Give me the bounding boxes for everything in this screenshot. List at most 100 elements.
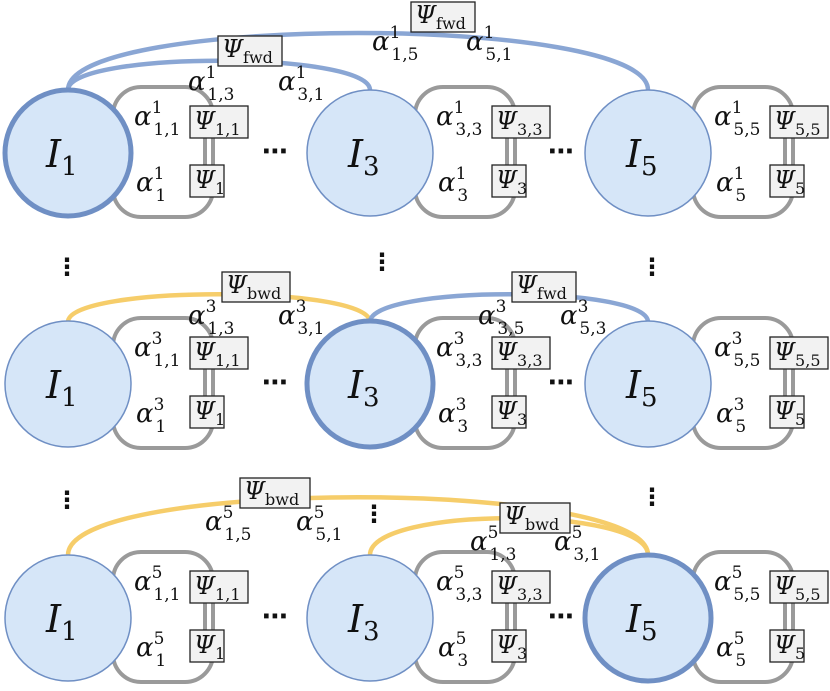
hdots-panel2-a: ⋯	[262, 368, 288, 398]
edge-psi-label-1-2: Ψfwd	[410, 1, 476, 33]
self-psi-top-1-1-box	[189, 105, 249, 139]
self-psi-top-2-3-box	[491, 336, 551, 370]
vdots-row2-col2: ⋮	[362, 500, 386, 528]
self-psi-top-1-1: Ψ1,1	[189, 105, 249, 139]
node-circle-panel1-I5	[584, 89, 712, 217]
self-psi-top-3-3-box	[491, 570, 551, 604]
node-circle-panel2-I3	[304, 318, 436, 450]
self-psi-top-2-5-box	[769, 336, 829, 370]
edge-psi-label-3-2-box	[499, 502, 571, 534]
edge-psi-label-2-1-text: Ψbwd	[226, 271, 281, 303]
node-label-panel1-I3: I3	[347, 132, 380, 182]
self-psi-top-2-5-text: Ψ5,5	[774, 338, 821, 370]
edge-psi-label-2-2-text: Ψfwd	[516, 271, 567, 303]
vdots-row2-col1: ⋮	[55, 486, 79, 514]
edge-fwd-panel1-2	[65, 30, 651, 91]
node-label-panel1-I1: I1	[45, 132, 78, 182]
node-circle-panel1-I3	[306, 89, 434, 217]
self-psi-top-3-1-box	[189, 570, 249, 604]
edge-psi-label-3-1-box	[239, 477, 311, 509]
node-label-panel3-I1: I1	[45, 597, 78, 647]
edge-psi-label-2-1-box	[221, 271, 291, 303]
self-psi-bottom-3-3-box	[491, 629, 527, 663]
self-psi-bottom-1-3: Ψ3	[491, 164, 527, 198]
self-psi-bottom-2-5-text: Ψ5	[774, 397, 805, 429]
edge-psi-label-3-2-text: Ψbwd	[504, 502, 559, 534]
hdots-panel1-b: ⋯	[548, 137, 574, 167]
vdots-row1-col2: ⋮	[370, 248, 394, 276]
self-psi-bottom-3-1-text: Ψ1	[194, 631, 225, 663]
self-psi-bottom-3-5: Ψ5	[769, 629, 805, 663]
self-psi-bottom-2-3-text: Ψ3	[496, 397, 527, 429]
self-psi-top-2-5: Ψ5,5	[769, 336, 829, 370]
self-psi-bottom-3-1: Ψ1	[189, 629, 225, 663]
edge-psi-label-2-2: Ψfwd	[511, 271, 577, 303]
self-psi-bottom-2-3: Ψ3	[491, 395, 527, 429]
self-psi-bottom-2-3-box	[491, 395, 527, 429]
hdots-panel3-a: ⋯	[262, 602, 288, 632]
edge-psi-label-1-2-box	[410, 1, 476, 33]
edge-psi-label-1-1-text: Ψfwd	[222, 35, 273, 67]
edge-fwd-panel2-2	[367, 292, 651, 323]
self-psi-bottom-1-5-text: Ψ5	[774, 166, 805, 198]
self-psi-top-3-1-text: Ψ1,1	[194, 572, 241, 604]
edge-psi-label-1-1-box	[217, 35, 283, 67]
self-psi-bottom-3-3-text: Ψ3	[496, 631, 527, 663]
self-psi-top-3-3-text: Ψ3,3	[496, 572, 543, 604]
node-circle-panel1-I1	[2, 87, 134, 219]
self-psi-bottom-3-1-box	[189, 629, 225, 663]
self-psi-top-1-1-text: Ψ1,1	[194, 107, 241, 139]
self-psi-top-2-3-text: Ψ3,3	[496, 338, 543, 370]
self-psi-top-1-5-text: Ψ5,5	[774, 107, 821, 139]
vdots-row1-col1: ⋮	[55, 253, 79, 281]
self-psi-bottom-2-1: Ψ1	[189, 395, 225, 429]
hdots-panel3-b: ⋯	[548, 602, 574, 632]
edge-psi-label-2-1: Ψbwd	[221, 271, 291, 303]
node-circle-panel2-I5	[584, 320, 712, 448]
node-label-panel1-I5: I5	[625, 132, 658, 182]
self-psi-bottom-2-1-box	[189, 395, 225, 429]
edge-psi-label-2-2-box	[511, 271, 577, 303]
self-psi-bottom-1-5-box	[769, 164, 805, 198]
self-psi-bottom-1-5: Ψ5	[769, 164, 805, 198]
edge-psi-label-3-2: Ψbwd	[499, 502, 571, 534]
vdots-row2-col3: ⋮	[640, 483, 664, 511]
self-psi-bottom-1-1: Ψ1	[189, 164, 225, 198]
self-psi-bottom-2-5: Ψ5	[769, 395, 805, 429]
self-psi-bottom-2-1-text: Ψ1	[194, 397, 225, 429]
